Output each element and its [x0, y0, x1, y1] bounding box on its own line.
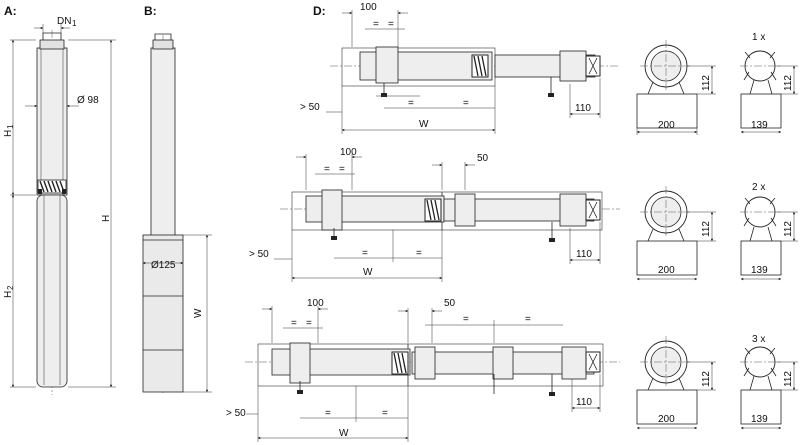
row3-eq-d: = [382, 408, 388, 419]
row2-dim-200: 200 [658, 265, 675, 276]
view-d-row-2: 100 = = 50 = = > 50 W 110 200 [249, 147, 798, 282]
row2-dim-112b: 112 [783, 221, 794, 237]
diameter-125-label: Ø125 [151, 260, 176, 271]
row3-w: W [339, 428, 349, 439]
row2-eq-c: = [362, 248, 368, 259]
row2-dim-50: 50 [477, 153, 489, 164]
row1-eq-a: = [373, 19, 379, 30]
row1-eq-b: = [388, 19, 394, 30]
row2-eq-a: = [324, 164, 330, 175]
row3-count: 3 x [752, 334, 765, 345]
diameter-98-label: Ø 98 [77, 95, 99, 106]
row3-dim-139: 139 [751, 414, 768, 425]
row2-gt50: > 50 [249, 249, 269, 260]
row1-eq-d: = [463, 98, 469, 109]
section-label-b: B: [144, 4, 157, 18]
row1-dim-200: 200 [658, 120, 675, 131]
row3-dim-112a: 112 [701, 371, 712, 387]
h2-subscript: 2 [6, 285, 15, 290]
row2-dim-139: 139 [751, 265, 768, 276]
row3-gt50: > 50 [226, 408, 246, 419]
row2-w: W [363, 267, 373, 278]
row2-eq-d: = [416, 248, 422, 259]
row3-dim-50: 50 [444, 298, 456, 309]
row3-clamp-2 [414, 346, 436, 380]
row2-clamp-2 [454, 193, 476, 227]
row2-count: 2 x [752, 182, 765, 193]
view-b: B: Ø125 W [142, 4, 212, 395]
section-label-d: D: [313, 4, 326, 18]
row3-eq-c: = [325, 408, 331, 419]
row1-eq-c: = [408, 98, 414, 109]
row3-dim-110: 110 [576, 397, 592, 408]
row1-count: 1 x [752, 32, 765, 43]
row3-eq-b: = [306, 318, 312, 329]
h1-label: H [3, 130, 14, 137]
h-label: H [101, 215, 112, 222]
row3-eq-f: = [525, 314, 531, 325]
h2-label: H [3, 291, 14, 298]
view-b-w-label: W [193, 308, 204, 318]
row1-dim-100: 100 [360, 2, 377, 13]
row3-dim-200: 200 [658, 414, 675, 425]
view-b-pump-body [150, 47, 176, 237]
row3-eq-a: = [291, 318, 297, 329]
row3-clamp-1 [289, 342, 311, 384]
row2-eq-b: = [339, 164, 345, 175]
view-b-cooling-sleeve [142, 234, 184, 393]
row2-dim-110: 110 [576, 249, 592, 260]
view-a: A: DN 1 Ø 98 H 1 [3, 4, 116, 395]
row1-dim-112a: 112 [701, 75, 712, 91]
row3-eq-e: = [463, 314, 469, 325]
row1-dim-139: 139 [751, 120, 768, 131]
row1-gt50: > 50 [300, 102, 320, 113]
view-a-discharge-head [39, 39, 65, 50]
row2-clamp-1 [321, 189, 343, 231]
dn-label: DN [57, 16, 71, 27]
row3-dim-100: 100 [307, 298, 324, 309]
view-d-row-1: 100 = = = = > 50 W 110 200 112 1 x [300, 2, 798, 135]
row3-clamp-3 [492, 346, 514, 380]
row1-dim-110: 110 [575, 103, 591, 114]
row2-dim-100: 100 [340, 147, 357, 158]
row1-dim-112b: 112 [783, 75, 794, 91]
row3-dim-112b: 112 [783, 371, 794, 387]
h1-subscript: 1 [6, 124, 15, 129]
view-d-row-3: 100 = = 50 = = = = > 50 W 110 [226, 298, 798, 442]
section-label-a: A: [4, 4, 17, 18]
row1-clamp [375, 46, 399, 84]
row2-dim-112a: 112 [701, 221, 712, 237]
view-a-motor-section [36, 194, 68, 388]
view-a-pump-section [36, 47, 68, 196]
row1-w: W [419, 119, 429, 130]
dn-subscript: 1 [72, 19, 77, 28]
